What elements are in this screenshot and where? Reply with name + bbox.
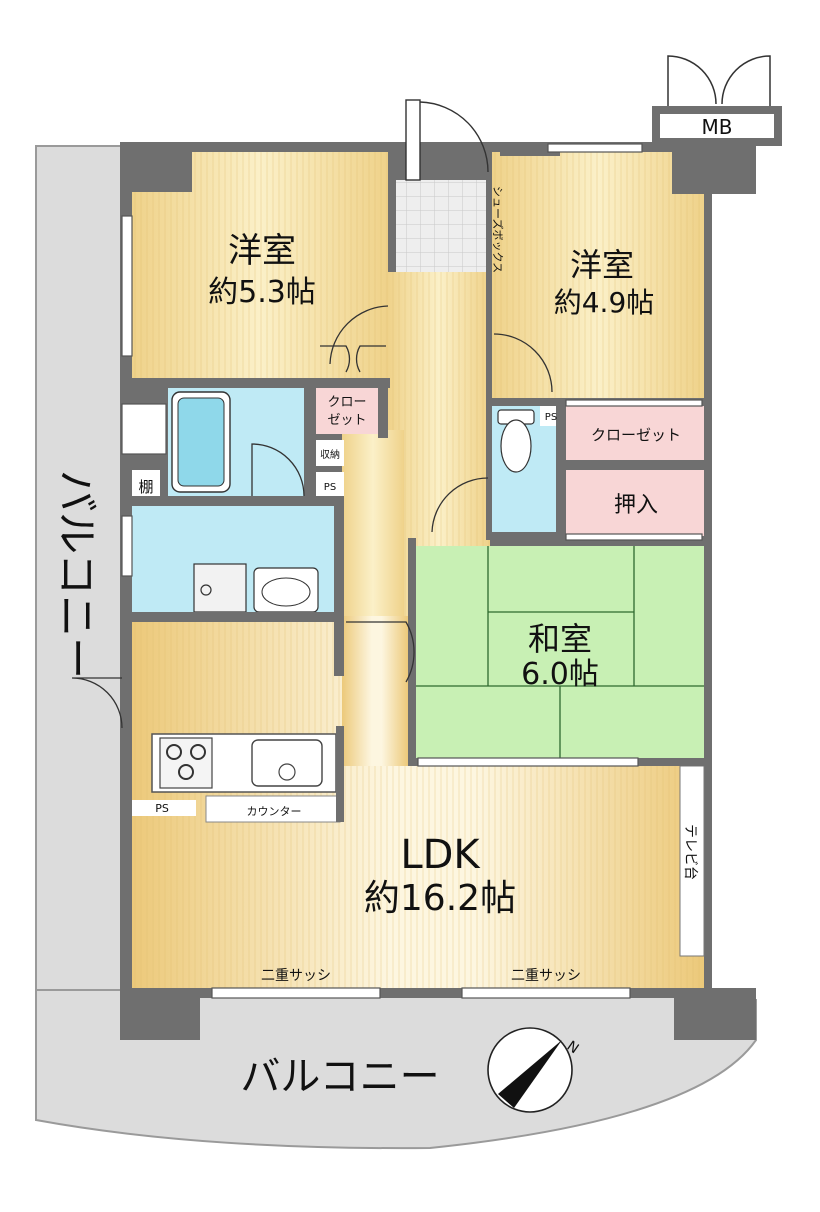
counter-label: カウンター <box>247 805 302 818</box>
closet-right <box>566 406 704 460</box>
mb-box <box>652 106 782 146</box>
ps-box-1 <box>316 472 344 498</box>
ps-label-kitchen: PS <box>155 802 169 815</box>
shoe-box-label: シューズボックス <box>491 186 505 273</box>
shelf-area <box>132 470 160 500</box>
stove-icon <box>159 737 213 789</box>
closet-small-label-1: クロー <box>327 395 366 410</box>
entrance-door-swing <box>419 101 489 173</box>
sash-right <box>461 987 631 999</box>
window-wash <box>121 515 133 577</box>
wash-basin-icon <box>253 567 319 613</box>
western-room-right-size: 約4.9帖 <box>554 286 655 319</box>
closet-small <box>316 388 378 434</box>
japanese-room-size: 6.0帖 <box>521 657 599 692</box>
counter-strip <box>205 795 341 823</box>
balcony-bottom-area <box>35 989 757 1150</box>
window-right-closet <box>565 399 703 407</box>
western-room-left-name: 洋室 <box>228 231 296 271</box>
closet-right-label: クローゼット <box>591 426 681 444</box>
western-room-right-name: 洋室 <box>570 246 634 284</box>
kitchen-sink-icon <box>251 739 323 787</box>
ps-kitchen <box>132 800 196 816</box>
storage-area <box>316 440 344 466</box>
balcony-left-label: バルコニー <box>52 470 101 679</box>
shelf-label: 棚 <box>138 478 153 496</box>
toilet-bowl-icon <box>500 419 532 473</box>
japanese-room-name: 和室 <box>528 620 592 658</box>
window-oshiire <box>565 533 703 541</box>
sash-left <box>211 987 381 999</box>
entrance-floor <box>396 180 486 272</box>
western-room-left-size: 約5.3帖 <box>208 275 316 310</box>
ps-label-2: PS <box>545 412 557 423</box>
compass-icon: N <box>487 1027 581 1113</box>
double-sash-right-label: 二重サッシ <box>511 968 581 984</box>
window-bath <box>121 403 167 455</box>
window-left-room <box>121 215 133 357</box>
tv-stand-label: テレビ台 <box>682 824 698 880</box>
balcony-bottom-label: バルコニー <box>240 1054 439 1100</box>
storage-label: 収納 <box>320 448 340 461</box>
hallway-lower-floor <box>342 430 404 616</box>
mb-label: MB <box>702 115 733 139</box>
double-sash-left-label: 二重サッシ <box>261 968 331 984</box>
closet-small-label-2: ゼット <box>327 413 366 428</box>
tv-stand <box>679 765 705 957</box>
oshiire-label: 押入 <box>614 493 658 518</box>
oshiire-area <box>566 470 704 536</box>
ldk-name: LDK <box>400 832 481 878</box>
ldk-upper-floor <box>342 616 408 766</box>
ps-label-1: PS <box>324 482 336 493</box>
window-top-right <box>547 143 643 153</box>
ldk-size: 約16.2帖 <box>364 878 516 919</box>
window-japanese <box>417 757 639 767</box>
